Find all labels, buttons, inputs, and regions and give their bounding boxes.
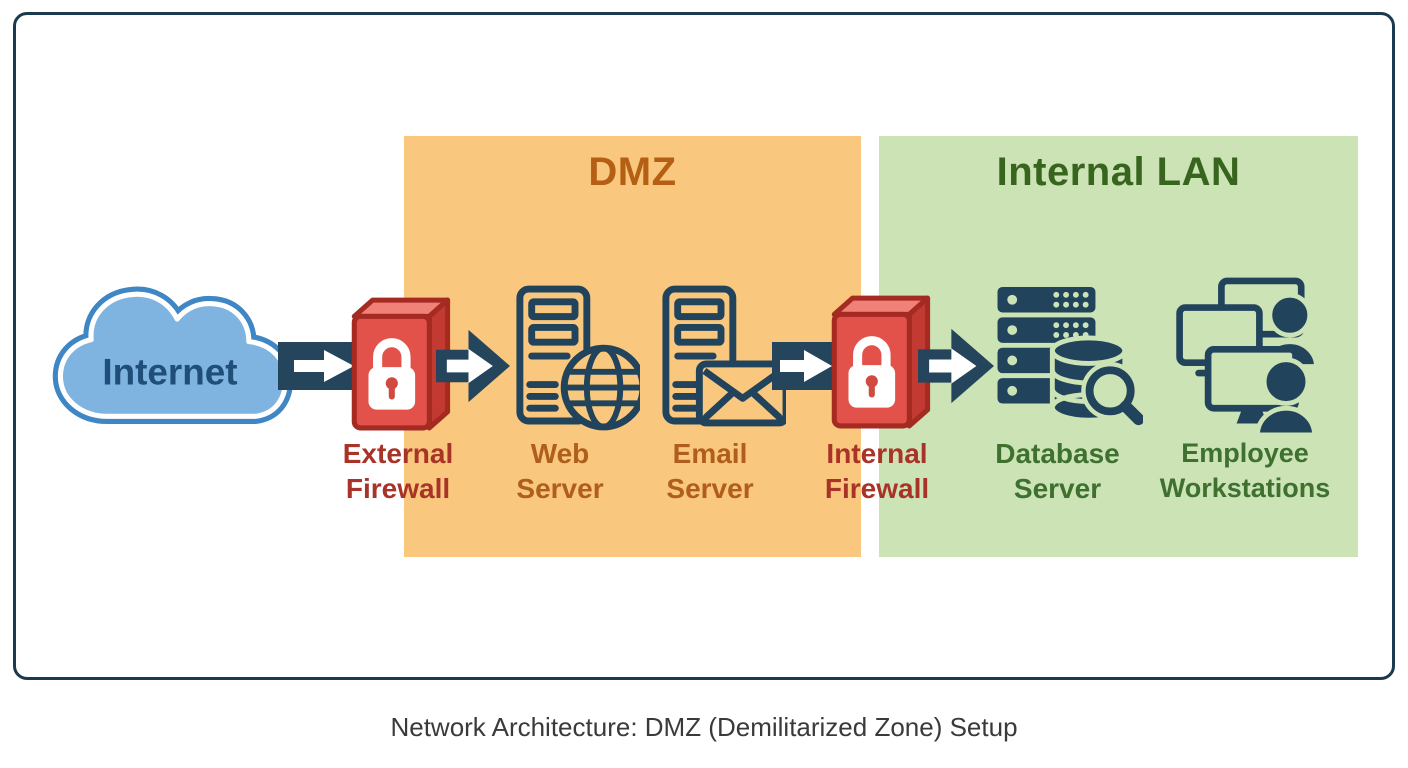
database-server-node [995,287,1143,429]
web-server-label: Web Server [516,438,604,504]
tower-server-globe-icon [516,285,640,431]
connector-internal-firewall-to-database-server [918,322,994,410]
internal-firewall-label: Internal Firewall [824,438,930,504]
internet-label: Internet [102,352,237,393]
connector-external-firewall-to-web-server [436,322,510,410]
web-server-node [512,283,640,431]
email-server-label: Email Server [666,438,754,504]
firewall-lock-icon [351,297,451,431]
tower-server-envelope-icon [662,285,786,427]
cloud-icon: Internet [52,286,294,425]
big-arrow-icon [436,329,510,403]
employee-workstations-label: Employee Workstations [1159,438,1331,503]
big-arrow-icon [918,328,994,404]
email-server-node [658,283,786,431]
rack-database-magnifier-icon [997,287,1143,426]
zone-internal-lan-title: Internal LAN [996,150,1241,194]
bar-arrow-icon [772,342,842,390]
monitors-people-icon [1176,277,1319,437]
external-firewall-label: External Firewall [342,438,454,504]
zone-dmz-title: DMZ [588,150,677,194]
database-server-label: Database Server [995,438,1120,504]
external-firewall-node [350,290,462,434]
employee-workstations-node [1172,275,1324,437]
diagram-caption: Network Architecture: DMZ (Demilitarized… [390,712,1018,742]
connector-email-server-to-internal-firewall [772,342,842,390]
internet-node: Internet [42,276,298,440]
